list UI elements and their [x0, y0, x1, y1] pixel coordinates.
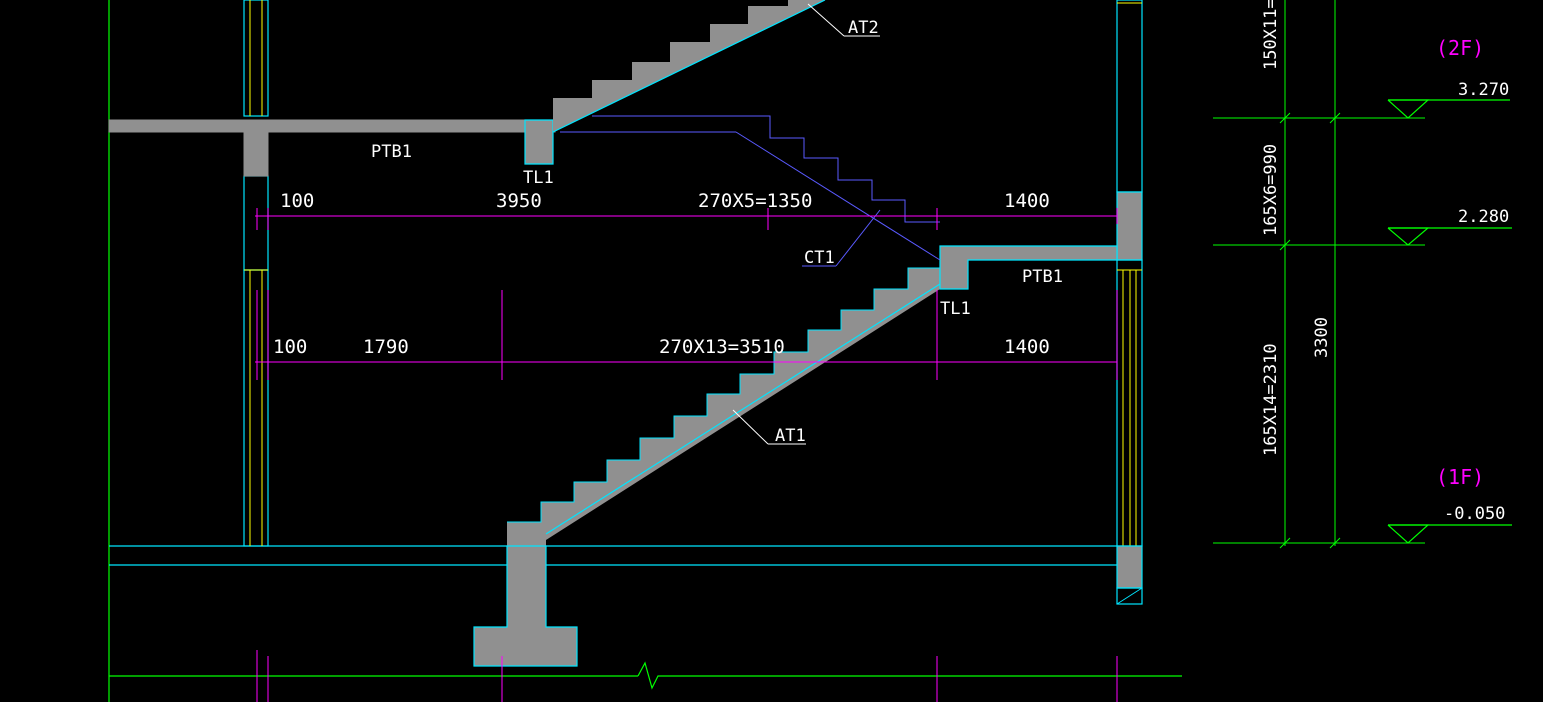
labels: AT2 PTB1 TL1 CT1 PTB1 TL1 AT1 100 3950 2… — [273, 0, 1509, 524]
ptb1-right-slab — [939, 245, 1118, 290]
axis-lines — [108, 0, 1182, 702]
ct1-hidden-stair — [560, 115, 941, 267]
at2-flight — [552, 0, 826, 133]
vdim-tick-d — [1279, 537, 1291, 549]
dim-lower-100: 100 — [273, 336, 307, 358]
dim-lower-1400: 1400 — [1004, 336, 1050, 358]
vdim-tick-c — [1279, 239, 1291, 251]
lower-dimension-line — [255, 290, 1118, 380]
label-tl1-upper: TL1 — [523, 168, 554, 188]
vdim-bottom-text: 165X14=2310 — [1261, 343, 1281, 456]
floor-tags: (2F) (1F) — [1436, 36, 1484, 489]
right-wall-upper-outline — [1116, 0, 1143, 193]
bottom-axis-ticks — [256, 650, 1118, 702]
label-at1: AT1 — [775, 426, 806, 446]
dim-upper-steps: 270X5=1350 — [698, 190, 812, 212]
upper-landing — [108, 119, 556, 177]
at2-leader — [807, 3, 845, 37]
leaders — [732, 3, 880, 445]
dim-upper-3950: 3950 — [496, 190, 542, 212]
at1-leader — [732, 409, 769, 445]
at1-soffit — [545, 283, 941, 535]
floor-tag-2f: (2F) — [1436, 36, 1484, 60]
vertical-dimension-system — [1213, 0, 1425, 549]
label-ptb1-right: PTB1 — [1022, 267, 1063, 287]
left-wall-lower-outline — [243, 269, 269, 547]
label-ptb1-left: PTB1 — [371, 142, 412, 162]
right-wall-footing — [1116, 587, 1143, 605]
ct1-slope — [735, 131, 941, 261]
vdim-tick-b — [1329, 112, 1341, 124]
vdim-middle-text: 165X6=990 — [1261, 144, 1281, 236]
level-landing-elevation: 2.280 — [1458, 207, 1509, 227]
foundation — [473, 545, 578, 667]
left-wall-mid-outline — [243, 175, 269, 271]
tl1-upper-beam — [524, 119, 554, 165]
middle-landing — [939, 245, 1118, 290]
level-marker-1f — [1387, 524, 1430, 544]
ct1-leader — [835, 209, 881, 267]
left-wall — [243, 0, 269, 547]
vdim-tick-a — [1279, 112, 1291, 124]
dim-upper-1400: 1400 — [1004, 190, 1050, 212]
at1-stair-body — [507, 268, 940, 546]
foundation-column — [473, 545, 578, 667]
break-symbol — [637, 661, 1182, 690]
floor-tag-1f: (1F) — [1436, 465, 1484, 489]
at2-soffit — [552, 0, 826, 133]
dim-upper-100: 100 — [280, 190, 314, 212]
left-wall-upper-outline — [243, 0, 269, 117]
right-wall-footing-diag — [1116, 587, 1143, 605]
upper-dimension-line — [255, 208, 1118, 230]
dim-lower-1790: 1790 — [363, 336, 409, 358]
label-ct1: CT1 — [804, 248, 835, 268]
level-marker-2f — [1387, 99, 1430, 119]
right-wall-beam — [1116, 191, 1143, 261]
level-marker-landing — [1387, 227, 1430, 246]
label-tl1-lower: TL1 — [940, 299, 971, 319]
level-markers — [1387, 99, 1512, 544]
at1-flight — [507, 267, 941, 546]
ground-slab-lines — [109, 545, 1117, 566]
level-1f-elevation: -0.050 — [1444, 504, 1505, 524]
vdim-total-text: 3300 — [1312, 317, 1332, 358]
label-at2: AT2 — [848, 18, 879, 38]
level-2f-elevation: 3.270 — [1458, 80, 1509, 100]
ptb1-left-slab — [108, 119, 556, 177]
vdim-tick-e — [1329, 537, 1341, 549]
vdim-top-text: 150X11= — [1261, 0, 1281, 70]
dim-lower-steps: 270X13=3510 — [659, 336, 785, 358]
right-wall — [1116, 0, 1143, 605]
right-wall-ground-beam — [1116, 545, 1143, 589]
ct1-steps — [592, 115, 940, 223]
at1-step-edge — [507, 267, 940, 523]
